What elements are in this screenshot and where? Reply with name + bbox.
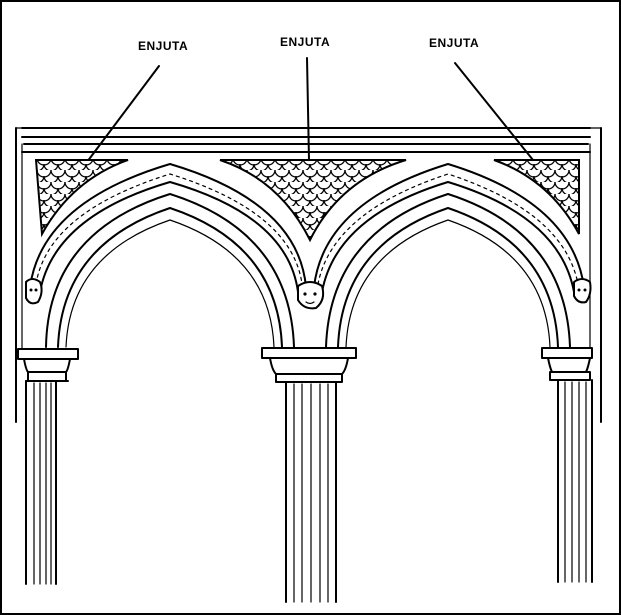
leader-line-left <box>86 65 160 163</box>
label-enjuta-left: ENJUTA <box>138 39 188 53</box>
arch-right <box>313 163 585 348</box>
corbel-head-left <box>25 278 43 305</box>
corbel-head-right <box>573 278 592 304</box>
top-moulding <box>15 127 602 423</box>
corbel-head-center <box>297 281 325 310</box>
column-right <box>541 347 593 583</box>
spandrel-left <box>34 159 129 238</box>
leader-line-right <box>454 62 534 161</box>
column-left <box>17 348 79 585</box>
column-center <box>261 347 357 603</box>
arch-left <box>29 163 307 348</box>
label-enjuta-center: ENJUTA <box>280 35 330 49</box>
spandrel-right <box>493 159 580 235</box>
label-enjuta-right: ENJUTA <box>429 36 479 50</box>
spandrel-center <box>219 159 407 243</box>
